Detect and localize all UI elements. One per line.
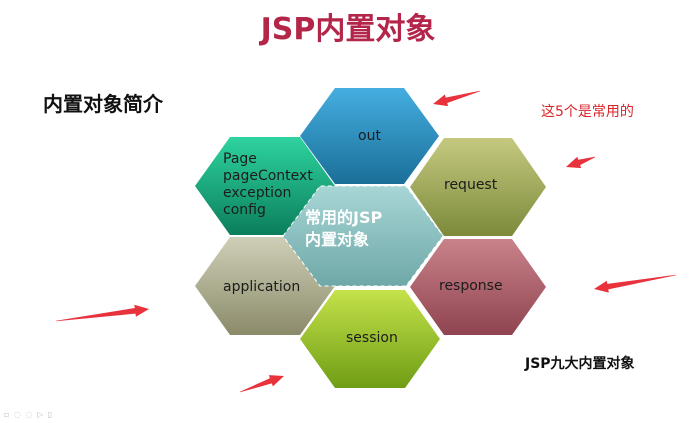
label-others-page: Page bbox=[223, 151, 257, 167]
label-session: session bbox=[346, 330, 398, 346]
label-others: Page pageContext exception config bbox=[223, 151, 313, 219]
footer-toolbar-icons: ▫ ◌ ◌ ▷ ▯ bbox=[4, 410, 54, 419]
label-request: request bbox=[444, 177, 498, 193]
diagram-caption: JSP九大内置对象 bbox=[525, 356, 635, 372]
label-others-pagecontext: pageContext bbox=[223, 168, 313, 184]
hexagon-center bbox=[283, 186, 443, 286]
label-others-config: config bbox=[223, 202, 266, 218]
arrow-to-out bbox=[433, 90, 481, 107]
hexagon-out bbox=[300, 88, 439, 184]
section-heading: 内置对象简介 bbox=[43, 92, 163, 116]
center-label-line2: 内置对象 bbox=[305, 230, 370, 249]
arrow-to-session bbox=[239, 375, 284, 393]
arrow-to-response bbox=[594, 274, 676, 293]
hexagon-session bbox=[300, 290, 440, 388]
hexagon-others bbox=[195, 137, 335, 235]
arrow-to-request bbox=[566, 156, 596, 169]
center-label-line1: 常用的JSP bbox=[305, 208, 383, 227]
arrow-to-application bbox=[56, 304, 149, 322]
page-title: JSP内置对象 bbox=[260, 12, 436, 47]
hexagon-response bbox=[410, 239, 546, 335]
hexagon-center-outline bbox=[282, 185, 444, 287]
label-application: application bbox=[223, 279, 301, 295]
center-label: 常用的JSP 内置对象 bbox=[305, 207, 420, 251]
label-others-exception: exception bbox=[223, 185, 292, 201]
label-out: out bbox=[358, 128, 381, 144]
label-response: response bbox=[439, 278, 503, 294]
hexagon-application bbox=[195, 237, 335, 335]
annotation-text: 这5个是常用的 bbox=[541, 104, 634, 120]
arrow-group bbox=[56, 90, 676, 393]
hexagon-request bbox=[410, 138, 546, 236]
